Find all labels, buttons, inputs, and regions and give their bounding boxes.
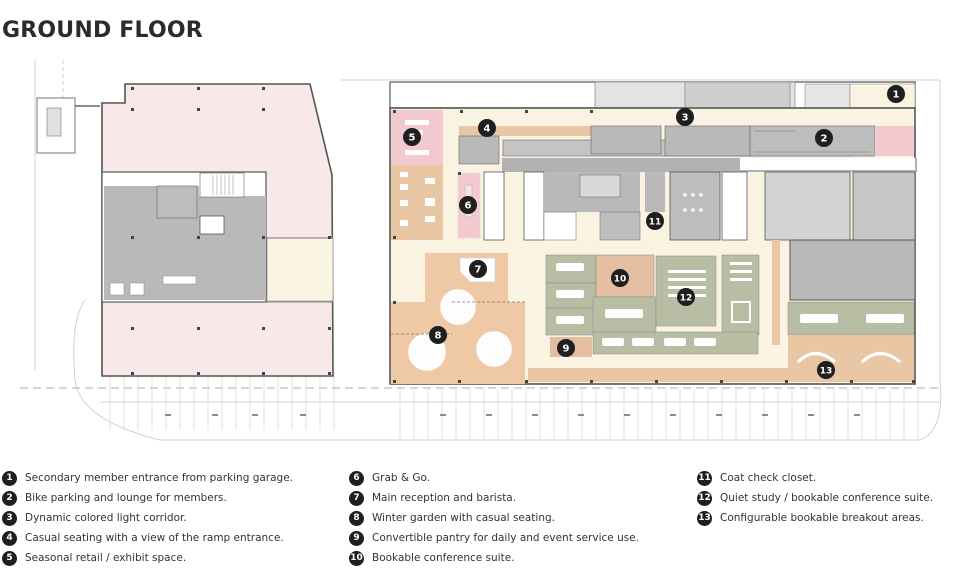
plan-marker-3: 3 (676, 108, 694, 126)
number-badge-icon: 13 (697, 510, 712, 526)
svg-text:3: 3 (682, 113, 689, 124)
svg-text:7: 7 (475, 265, 482, 276)
legend-item: 10 Bookable conference suite. (349, 548, 639, 568)
number-badge-icon: 1 (2, 470, 17, 486)
number-badge-icon: 10 (349, 550, 364, 566)
plan-marker-5: 5 (403, 128, 421, 146)
svg-text:13: 13 (820, 367, 833, 377)
svg-text:11: 11 (649, 218, 662, 228)
legend-item: 4 Casual seating with a view of the ramp … (2, 528, 293, 548)
number-badge-icon: 7 (349, 490, 364, 506)
parking-markers (165, 414, 860, 416)
plan-marker-10: 10 (611, 269, 629, 287)
number-badge-icon: 9 (349, 530, 364, 546)
legend-column-3: 11 Coat check closet. 12 Quiet study / boo… (697, 468, 933, 528)
legend-text: Main reception and barista. (372, 492, 517, 504)
legend-item: 6 Grab & Go. (349, 468, 639, 488)
page-title: GROUND FLOOR (2, 18, 203, 43)
svg-text:10: 10 (614, 275, 627, 285)
svg-text:1: 1 (893, 90, 900, 101)
legend-item: 11 Coat check closet. (697, 468, 933, 488)
legend-item: 3 Dynamic colored light corridor. (2, 508, 293, 528)
plan-marker-12: 12 (677, 288, 695, 306)
legend-item: 2 Bike parking and lounge for members. (2, 488, 293, 508)
left-building (101, 83, 334, 377)
plan-marker-9: 9 (557, 339, 575, 357)
legend-item: 7 Main reception and barista. (349, 488, 639, 508)
parking-stalls (109, 376, 919, 440)
plan-marker-8: 8 (429, 326, 447, 344)
plan-marker-2: 2 (815, 129, 833, 147)
number-badge-icon: 3 (2, 510, 17, 526)
number-badge-icon: 8 (349, 510, 364, 526)
legend-item: 13 Configurable bookable breakout areas. (697, 508, 933, 528)
plan-marker-4: 4 (478, 119, 496, 137)
number-badge-icon: 12 (697, 490, 712, 506)
legend-text: Bookable conference suite. (372, 552, 515, 564)
legend-text: Coat check closet. (720, 472, 817, 484)
right-building (389, 81, 917, 385)
svg-text:9: 9 (563, 344, 570, 355)
legend-text: Seasonal retail / exhibit space. (25, 552, 187, 564)
plan-marker-1: 1 (887, 85, 905, 103)
svg-text:6: 6 (465, 201, 472, 212)
svg-text:2: 2 (821, 134, 828, 145)
number-badge-icon: 6 (349, 470, 364, 486)
svg-text:8: 8 (435, 331, 442, 342)
legend-text: Dynamic colored light corridor. (25, 512, 187, 524)
legend-text: Casual seating with a view of the ramp e… (25, 532, 284, 544)
legend-text: Secondary member entrance from parking g… (25, 472, 294, 484)
legend-item: 12 Quiet study / bookable conference suit… (697, 488, 933, 508)
legend-item: 9 Convertible pantry for daily and event … (349, 528, 639, 548)
svg-text:4: 4 (484, 124, 491, 135)
legend-item: 8 Winter garden with casual seating. (349, 508, 639, 528)
number-badge-icon: 2 (2, 490, 17, 506)
legend-column-1: 1 Secondary member entrance from parking … (2, 468, 293, 568)
legend-text: Configurable bookable breakout areas. (720, 512, 924, 524)
legend-text: Winter garden with casual seating. (372, 512, 555, 524)
svg-text:5: 5 (409, 133, 416, 144)
legend-item: 1 Secondary member entrance from parking … (2, 468, 293, 488)
number-badge-icon: 5 (2, 550, 17, 566)
plan-marker-11: 11 (646, 212, 664, 230)
legend-item: 5 Seasonal retail / exhibit space. (2, 548, 293, 568)
number-badge-icon: 4 (2, 530, 17, 546)
plan-marker-13: 13 (817, 361, 835, 379)
legend-text: Bike parking and lounge for members. (25, 492, 227, 504)
legend-text: Quiet study / bookable conference suite. (720, 492, 934, 504)
legend-column-2: 6 Grab & Go. 7 Main reception and barista.… (349, 468, 639, 568)
garage-elevator (36, 97, 100, 154)
plan-marker-6: 6 (459, 196, 477, 214)
legend-text: Convertible pantry for daily and event s… (372, 532, 640, 544)
number-badge-icon: 11 (697, 470, 712, 486)
svg-text:12: 12 (680, 294, 693, 304)
plan-marker-7: 7 (469, 260, 487, 278)
legend-text: Grab & Go. (372, 472, 431, 484)
